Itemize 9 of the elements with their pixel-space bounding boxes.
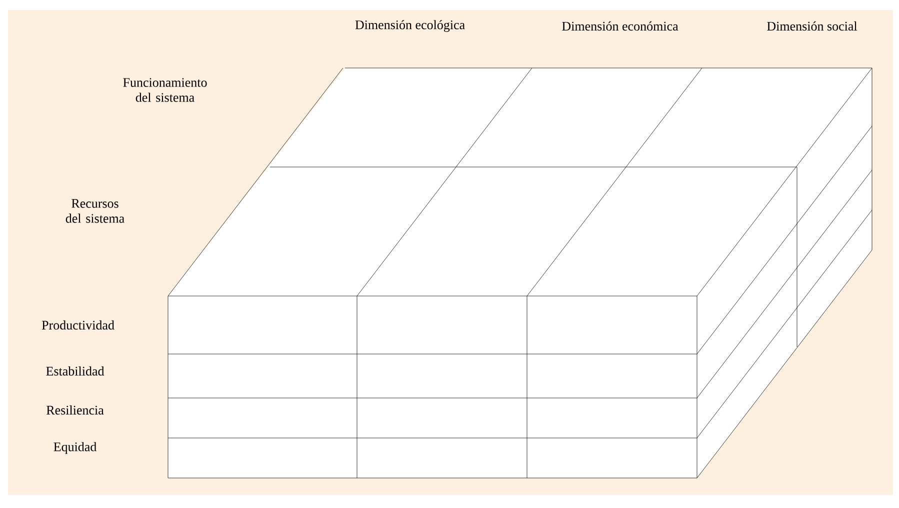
row-label: Resiliencia bbox=[46, 405, 104, 415]
row-label: Estabilidad bbox=[46, 366, 104, 376]
column-header: Dimensión social bbox=[767, 21, 858, 31]
column-header: Dimensión ecológica bbox=[355, 20, 465, 32]
row-label: Equidad bbox=[54, 442, 97, 454]
row-header: Recursos del sistema bbox=[66, 199, 124, 223]
row-header: Funcionamiento del sistema bbox=[123, 78, 207, 102]
column-header: Dimensión económica bbox=[562, 21, 678, 31]
row-label: Productividad bbox=[42, 320, 114, 330]
